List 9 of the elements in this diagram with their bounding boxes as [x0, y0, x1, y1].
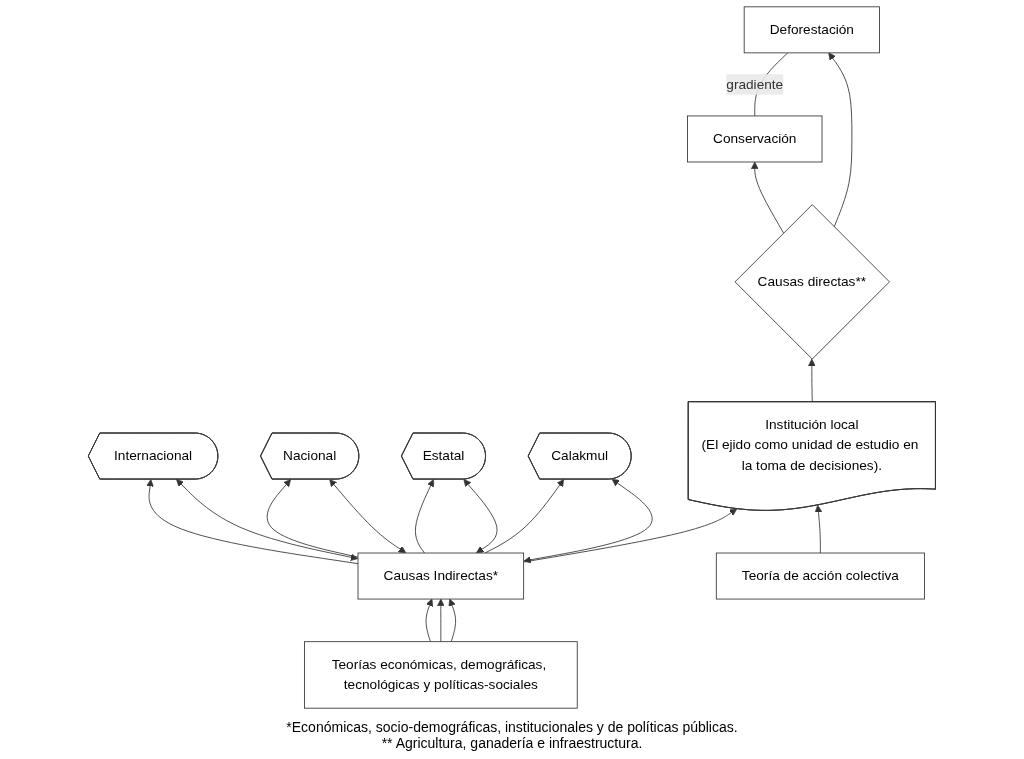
edge-label: gradiente — [726, 76, 784, 92]
node-box: Causas Indirectas* — [357, 552, 525, 600]
footnote: ** Agricultura, ganadería e infraestructura. — [380, 735, 644, 751]
node-box: Deforestación — [743, 6, 881, 54]
node-box: Teorías económicas, demográficas, tecnológicas y políticas-sociales — [304, 641, 578, 709]
footnote: *Económicas, socio-demográficas, institucionales y de políticas públicas. — [286, 719, 738, 735]
node-diamond: Causas directas** — [734, 204, 891, 360]
node-box: Conservación — [687, 115, 823, 163]
node-box: Teoría de acción colectiva — [716, 552, 925, 600]
